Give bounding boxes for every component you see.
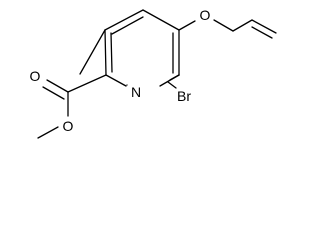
ring-nitrogen-label: N bbox=[131, 84, 141, 100]
bond-c4-o bbox=[178, 20, 196, 31]
molecule-structure: N Br O O O bbox=[30, 7, 277, 139]
ring-bond-n-c1 bbox=[104, 29, 107, 76]
ring-bond-c2-c3-double-inner bbox=[111, 16, 144, 35]
bond-ch-ch2-double-inner bbox=[251, 26, 273, 39]
bond-c5a-br bbox=[167, 81, 177, 89]
bond-o-ch2 bbox=[213, 19, 234, 32]
bond-o-methyl bbox=[37, 126, 59, 139]
bond-ch-ch2-double bbox=[251, 19, 277, 34]
bond-carbonyl-c-o-double bbox=[46, 79, 69, 93]
bromine-label: Br bbox=[177, 88, 191, 104]
ether-oxygen-label: O bbox=[200, 7, 211, 23]
ring-bond-n-c1-double-inner bbox=[110, 32, 113, 73]
bond-ring-to-br bbox=[169, 74, 180, 81]
bond-ch2-ch bbox=[232, 19, 253, 32]
ring-bond-c6-n bbox=[105, 74, 127, 87]
ring-bond-c3-c4 bbox=[142, 9, 180, 31]
carbonyl-oxygen-label: O bbox=[30, 68, 41, 84]
bond-ring-to-ester bbox=[67, 74, 107, 93]
bond-c1-carbonyl bbox=[79, 29, 106, 75]
ring-bond-c2-c3 bbox=[104, 9, 144, 31]
bond-carbonyl-c-o-double-inner bbox=[42, 86, 65, 100]
pyridine-ring bbox=[104, 9, 180, 87]
ester-oxygen-label: O bbox=[63, 118, 74, 134]
